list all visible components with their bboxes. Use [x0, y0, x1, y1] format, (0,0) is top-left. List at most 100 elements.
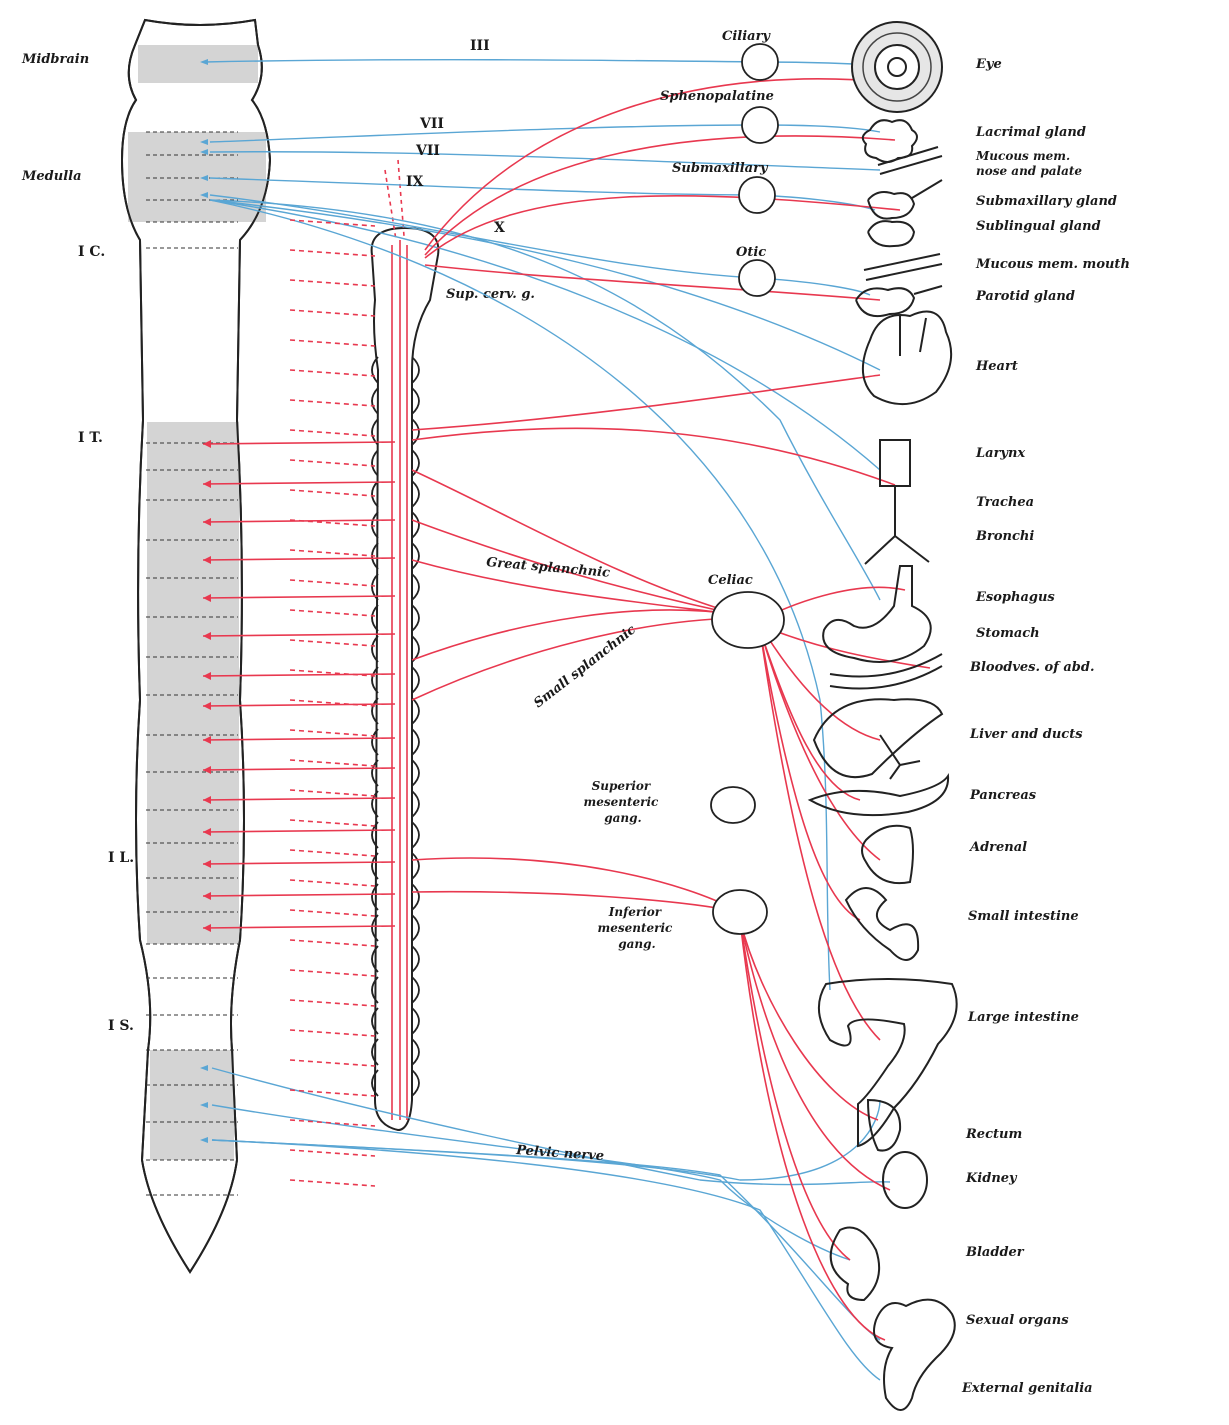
chain-ganglion-right	[412, 543, 419, 569]
parasympathetic-fibre	[212, 1140, 880, 1380]
label-superior-mesenteric: Superior mesenteric gang.	[584, 779, 663, 825]
sympathetic-fibre	[760, 630, 880, 1040]
otic-ganglion	[739, 260, 775, 296]
parasympathetic-fibres	[205, 60, 890, 1380]
organ-stomach: Stomach	[976, 626, 1040, 641]
sympathetic-fibre	[412, 618, 740, 700]
celiac-ganglion	[712, 592, 784, 648]
grey-ramus	[290, 640, 375, 646]
organ-mucous-mem: Mucous mem.	[975, 149, 1070, 163]
sympathetic-fibre	[412, 375, 880, 430]
organ-lacrimal-gland: Lacrimal gland	[975, 125, 1086, 140]
bladder-sketch	[831, 1228, 879, 1301]
label-nerve-iii: III	[470, 38, 490, 54]
sympathetic-chain	[372, 160, 439, 1130]
chain-ganglion-right	[412, 1008, 419, 1034]
organ-abdominal-vessels: Bloodves. of abd.	[969, 660, 1094, 675]
organ-nose-palate: nose and palate	[976, 164, 1082, 178]
organ-adrenal: Adrenal	[968, 840, 1027, 855]
organ-larynx: Larynx	[975, 446, 1025, 461]
label-sup-mes-line2: mesenteric	[584, 795, 660, 809]
grey-ramus	[290, 430, 375, 436]
chain-ganglion-right	[412, 667, 419, 693]
chain-ganglion-right	[412, 1070, 419, 1096]
label-sup-mes-line1: Superior	[592, 779, 652, 793]
sympathetic-fibre	[760, 625, 930, 668]
stomach-esophagus-sketch	[823, 566, 931, 662]
grey-ramus	[290, 1060, 375, 1066]
label-nerve-vii-a: VII	[419, 116, 444, 132]
grey-ramus	[290, 250, 375, 256]
chain-ganglion-right	[412, 853, 419, 879]
submaxillary-gland-sketch	[868, 180, 942, 219]
organ-labels: Eye Lacrimal gland Mucous mem. nose and …	[961, 57, 1130, 1396]
eye-sketch	[852, 22, 942, 112]
chain-ganglion-right	[412, 791, 419, 817]
grey-ramus	[290, 760, 375, 766]
grey-ramus	[290, 1180, 375, 1186]
organ-sexual-organs: Sexual organs	[966, 1313, 1069, 1328]
grey-ramus	[290, 1000, 375, 1006]
grey-ramus	[290, 820, 375, 826]
chain-ganglion-right	[412, 512, 419, 538]
parasympathetic-fibre	[210, 200, 880, 600]
chain-ganglion-right	[412, 977, 419, 1003]
chain-ganglion-right	[412, 884, 419, 910]
organ-small-intestine: Small intestine	[968, 909, 1079, 924]
grey-ramus	[290, 370, 375, 376]
pancreas-sketch	[810, 776, 948, 815]
grey-ramus	[290, 730, 375, 736]
grey-ramus	[290, 340, 375, 346]
label-celiac: Celiac	[708, 573, 753, 588]
grey-ramus	[290, 880, 375, 886]
adrenal-sketch	[862, 826, 913, 883]
label-great-splanchnic: Great splanchnic	[486, 555, 611, 581]
organ-bronchi: Bronchi	[975, 529, 1034, 544]
organ-heart: Heart	[975, 359, 1018, 374]
parasympathetic-fibre	[210, 152, 880, 170]
grey-ramus	[290, 490, 375, 496]
organ-rectum: Rectum	[965, 1127, 1022, 1142]
organ-mouth-mucosa: Mucous mem. mouth	[975, 257, 1130, 272]
mouth-mucosa-sketch	[864, 254, 942, 280]
sacral-shade	[150, 1050, 234, 1160]
sphenopalatine-ganglion	[742, 107, 778, 143]
label-nerve-ix: IX	[406, 174, 424, 190]
label-first-thoracic: I T.	[78, 430, 103, 446]
parasympathetic-fibre	[210, 125, 880, 142]
chain-ganglion-right	[412, 419, 419, 445]
label-nerve-x: X	[494, 220, 505, 236]
parasympathetic-fibre	[212, 1100, 880, 1180]
sympathetic-fibre	[412, 892, 740, 912]
grey-ramus	[290, 1150, 375, 1156]
grey-ramus	[290, 940, 375, 946]
organ-bladder: Bladder	[965, 1245, 1025, 1260]
grey-ramus	[290, 970, 375, 976]
grey-ramus	[290, 280, 375, 286]
chain-ganglion-right	[412, 481, 419, 507]
sympathetic-fibre	[412, 610, 740, 660]
organ-esophagus: Esophagus	[975, 590, 1055, 605]
grey-ramus	[290, 850, 375, 856]
grey-ramus	[290, 910, 375, 916]
grey-ramus	[290, 610, 375, 616]
label-pelvic-nerve: Pelvic nerve	[515, 1143, 605, 1164]
label-inf-mes-line1: Inferior	[608, 905, 663, 919]
organ-kidney: Kidney	[965, 1171, 1018, 1186]
organ-sublingual-gland: Sublingual gland	[976, 219, 1101, 234]
sympathetic-fibre	[740, 920, 890, 1190]
label-first-cervical: I C.	[78, 244, 105, 260]
parasympathetic-fibre	[212, 1105, 850, 1260]
kidney-sketch	[883, 1152, 927, 1208]
chain-ganglion-right	[412, 760, 419, 786]
organ-eye: Eye	[975, 57, 1002, 72]
label-sup-cerv-ganglion: Sup. cerv. g.	[446, 287, 535, 302]
chain-ganglion-right	[412, 574, 419, 600]
organ-external-genitalia: External genitalia	[961, 1381, 1093, 1396]
abdominal-vessels-sketch	[830, 654, 942, 689]
chain-ganglion-right	[412, 698, 419, 724]
label-first-lumbar: I L.	[108, 850, 134, 866]
sympathetic-fibre	[760, 630, 880, 860]
submaxillary-ganglion	[739, 177, 775, 213]
